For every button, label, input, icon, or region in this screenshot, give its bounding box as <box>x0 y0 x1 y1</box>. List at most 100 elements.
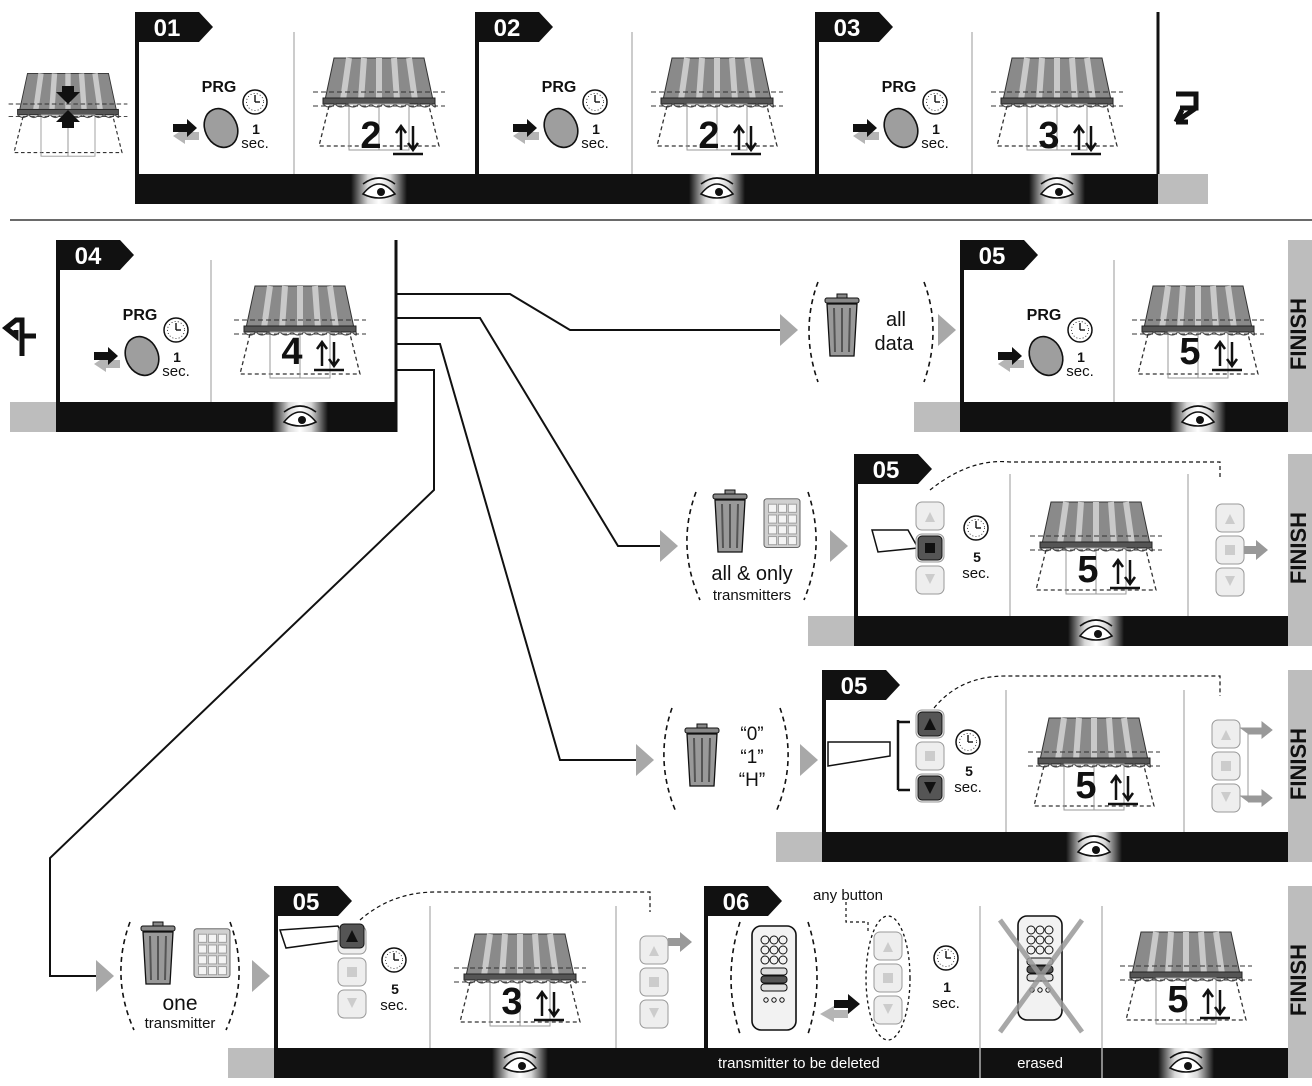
clock-icon <box>163 317 189 343</box>
step-label-bg <box>137 12 213 42</box>
any-button-outline <box>865 915 911 1041</box>
down-arrow <box>1084 126 1098 153</box>
bracket-right <box>807 921 818 1035</box>
finish-label: FINISH <box>1286 512 1311 584</box>
up-down-arrows-icon <box>731 123 761 156</box>
remote-control-icon <box>1017 915 1063 1021</box>
bracket-right <box>803 491 817 601</box>
grey-arrow <box>252 960 270 992</box>
trash-icon <box>140 921 176 985</box>
to-delete-label: transmitter to be deleted <box>718 1055 880 1072</box>
up-arrow <box>1072 123 1086 150</box>
finish-bar <box>1288 240 1312 432</box>
step-number: 05 <box>841 673 868 700</box>
seconds-unit: sec. <box>241 135 269 152</box>
finish-bar <box>1288 454 1312 646</box>
button-stack-icon <box>1215 503 1245 597</box>
up-down-arrows-icon <box>314 339 344 372</box>
transmitter-label: transmitter <box>145 1015 216 1032</box>
up-down-arrows-icon <box>1110 557 1140 590</box>
up-down-arrows-icon <box>1071 123 1101 156</box>
seconds-value: 1 <box>173 349 181 365</box>
send-arrow <box>1244 540 1268 560</box>
down-triangle-icon <box>924 782 936 794</box>
prg-button-press-icon <box>93 330 166 382</box>
down-arrow <box>327 342 341 369</box>
clock-icon <box>582 89 608 115</box>
bracket-left <box>808 281 819 383</box>
bracket-left <box>663 707 677 813</box>
row-lead <box>228 1048 276 1078</box>
up-arrow <box>1213 339 1227 366</box>
trash-icon <box>684 723 720 787</box>
seconds-value: 1 <box>592 121 600 137</box>
step-label-bg <box>824 670 900 700</box>
seconds-unit: sec. <box>581 135 609 152</box>
branch-transmitters <box>396 317 660 547</box>
down-arrow <box>406 126 420 153</box>
prg-button-press-icon <box>512 102 585 154</box>
bracket-right <box>225 921 240 1031</box>
step-label-bg <box>477 12 553 42</box>
down-arrow <box>1121 776 1135 803</box>
any-button-leader <box>845 902 869 934</box>
up-down-arrows-icon <box>1108 773 1138 806</box>
up-arrow <box>1201 987 1215 1014</box>
seconds-unit: sec. <box>921 135 949 152</box>
prg-label: PRG <box>542 79 577 96</box>
seconds-value: 1 <box>932 121 940 137</box>
seconds-value: 5 <box>965 763 973 779</box>
trash-icon <box>824 293 860 357</box>
bottom-bar <box>824 832 1288 862</box>
step-label-bg <box>706 886 782 916</box>
down-arrow <box>1225 342 1239 369</box>
one-label: one <box>162 992 197 1015</box>
prg-label: PRG <box>1027 307 1062 324</box>
step-number: 04 <box>75 243 102 270</box>
step-number: 06 <box>723 889 750 916</box>
clock-icon <box>1067 317 1093 343</box>
up-down-arrows-icon <box>534 989 564 1022</box>
stop-square-icon <box>925 543 935 553</box>
finish-label: FINISH <box>1286 944 1311 1016</box>
grey-arrow <box>660 530 678 562</box>
bottom-bar <box>137 174 477 204</box>
transmitter-keypad-icon <box>763 498 801 548</box>
grey-arrow <box>96 960 114 992</box>
step-number: 05 <box>293 889 320 916</box>
cycle-count: 3 <box>1038 115 1059 157</box>
dashed-link <box>359 891 651 921</box>
all-only-label: all & only <box>711 563 792 585</box>
cycle-count: 5 <box>1167 979 1188 1021</box>
prg-label: PRG <box>202 79 237 96</box>
step-label-bg <box>58 240 134 270</box>
step-label-bg <box>276 886 352 916</box>
step-label-bg <box>962 240 1038 270</box>
step-number: 03 <box>834 15 861 42</box>
dashed-link <box>933 675 1221 709</box>
grey-arrow <box>800 744 818 776</box>
cycle-count: 2 <box>698 115 719 157</box>
press-up-arrow <box>56 110 80 128</box>
finish-bar <box>1288 670 1312 862</box>
erased-label: erased <box>1017 1055 1063 1072</box>
black-right-arrow <box>834 994 860 1014</box>
up-arrow <box>535 989 549 1016</box>
send-arrows <box>1240 720 1273 808</box>
button-stack-icon <box>639 935 669 1029</box>
button-stack-icon <box>1211 719 1241 813</box>
row-lead <box>776 832 824 862</box>
step-label-bg <box>856 454 932 484</box>
prg-button-press-icon <box>997 330 1070 382</box>
up-arrow <box>1111 557 1125 584</box>
dashed-link <box>929 460 1221 491</box>
two-finger-hand-icon <box>827 741 891 767</box>
clock-icon <box>922 89 948 115</box>
cycle-count: 5 <box>1179 331 1200 373</box>
clock-icon <box>381 947 407 973</box>
row2-lead <box>10 402 58 432</box>
code-0: “0” <box>740 724 763 745</box>
up-triangle-icon <box>346 930 358 942</box>
transmitter-keypad-icon <box>193 928 231 978</box>
up-arrow <box>315 339 329 366</box>
